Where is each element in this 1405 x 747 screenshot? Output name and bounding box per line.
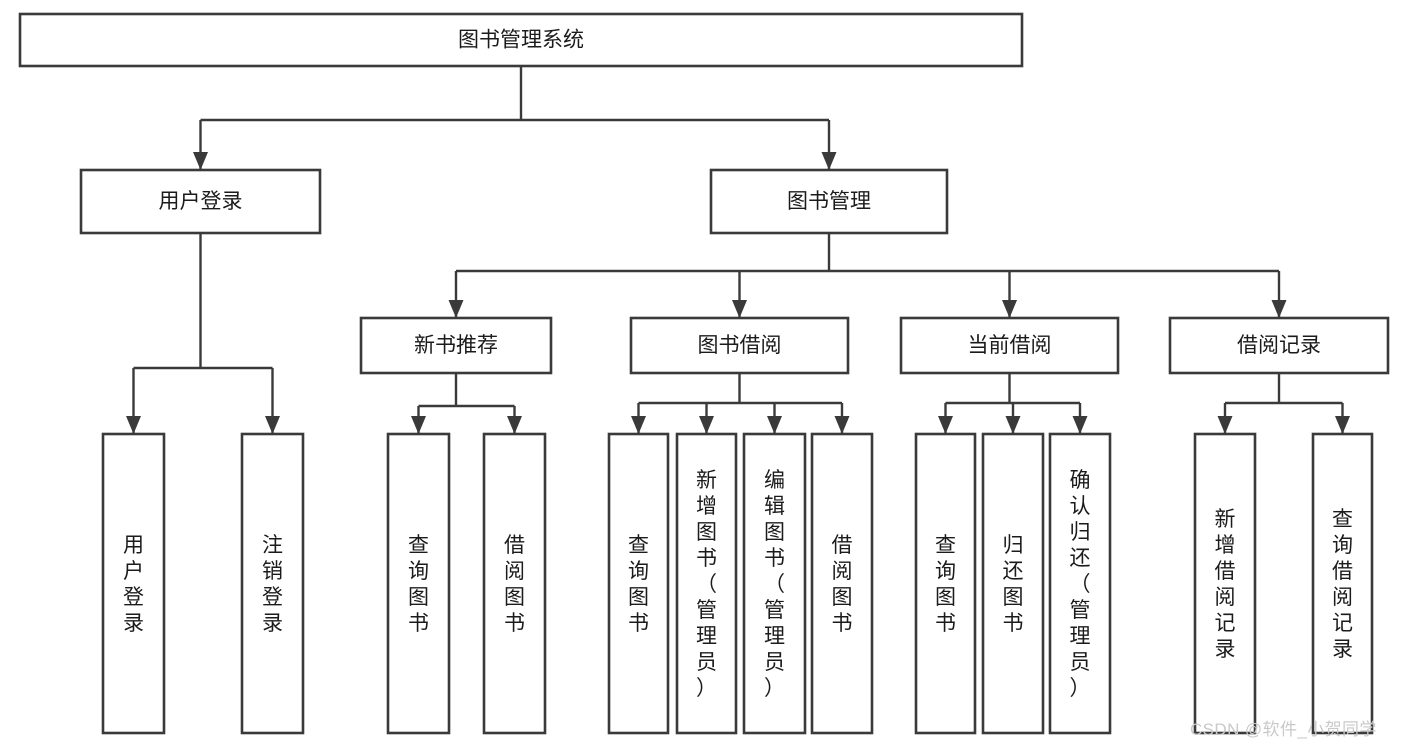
- node-label: 编辑图书（管理员）: [764, 469, 785, 700]
- node-label: 新书推荐: [414, 334, 498, 357]
- node-box[interactable]: [899, 316, 1120, 375]
- connector-arrow-icon: [126, 416, 141, 434]
- connector-arrow-icon: [938, 416, 953, 434]
- connector-arrow-icon: [1335, 416, 1350, 434]
- node-leaf-user-login[interactable]: 用户登录: [101, 432, 166, 735]
- node-box[interactable]: [675, 432, 738, 735]
- node-box[interactable]: [482, 432, 547, 735]
- node-leaf-query-book-current[interactable]: 查询图书: [914, 432, 977, 735]
- node-leaf-edit-book-admin[interactable]: 编辑图书（管理员）: [742, 432, 807, 735]
- node-label: 新增图书（管理员）: [696, 469, 717, 700]
- node-leaf-query-book-rec[interactable]: 查询图书: [386, 432, 451, 735]
- node-box[interactable]: [386, 432, 451, 735]
- connectors-layer: [126, 66, 1350, 434]
- connector-arrow-icon: [834, 416, 850, 434]
- node-box[interactable]: [629, 316, 850, 375]
- connector-arrow-icon: [265, 416, 280, 434]
- node-box[interactable]: [709, 168, 949, 235]
- node-label: 图书借阅: [698, 334, 782, 357]
- node-leaf-add-book-admin[interactable]: 新增图书（管理员）: [675, 432, 738, 735]
- connector-arrow-icon: [193, 152, 208, 170]
- node-leaf-add-borrow-record[interactable]: 新增借阅记录: [1193, 432, 1257, 735]
- node-label: 用户登录: [123, 534, 144, 635]
- node-box[interactable]: [810, 432, 874, 735]
- node-label: 归还图书: [1003, 534, 1024, 635]
- node-leaf-query-borrow-record[interactable]: 查询借阅记录: [1311, 432, 1374, 735]
- node-label: 借阅记录: [1237, 334, 1321, 357]
- node-leaf-borrow-book[interactable]: 借阅图书: [810, 432, 874, 735]
- node-label: 查询图书: [408, 534, 429, 635]
- node-label: 用户登录: [159, 190, 243, 213]
- connector-arrow-icon: [411, 416, 426, 434]
- node-box[interactable]: [1168, 316, 1390, 375]
- node-box[interactable]: [1193, 432, 1257, 735]
- nodes-layer: 图书管理系统用户登录图书管理新书推荐图书借阅当前借阅借阅记录用户登录注销登录查询…: [18, 12, 1390, 735]
- node-box[interactable]: [18, 12, 1024, 68]
- node-box[interactable]: [1048, 432, 1112, 735]
- node-label: 图书管理系统: [458, 29, 584, 52]
- node-box[interactable]: [607, 432, 670, 735]
- node-label: 查询借阅记录: [1332, 508, 1353, 661]
- node-label: 借阅图书: [504, 534, 525, 635]
- connector-arrow-icon: [1072, 416, 1088, 434]
- node-label: 当前借阅: [968, 334, 1052, 357]
- connector-arrow-icon: [732, 300, 747, 318]
- node-new-book-rec[interactable]: 新书推荐: [359, 316, 553, 375]
- node-label: 查询图书: [935, 534, 956, 635]
- connector-arrow-icon: [1271, 300, 1287, 318]
- node-leaf-logout[interactable]: 注销登录: [240, 432, 305, 735]
- connector-arrow-icon: [767, 416, 782, 434]
- connector-arrow-icon: [821, 152, 837, 170]
- node-root-system-title[interactable]: 图书管理系统: [18, 12, 1024, 68]
- node-leaf-return-book[interactable]: 归还图书: [981, 432, 1045, 735]
- node-user-login[interactable]: 用户登录: [79, 168, 322, 235]
- connector-arrow-icon: [448, 300, 464, 318]
- node-label: 图书管理: [787, 190, 871, 213]
- node-book-manage[interactable]: 图书管理: [709, 168, 949, 235]
- node-box[interactable]: [1311, 432, 1374, 735]
- node-box[interactable]: [101, 432, 166, 735]
- node-box[interactable]: [914, 432, 977, 735]
- node-leaf-borrow-book-rec[interactable]: 借阅图书: [482, 432, 547, 735]
- node-leaf-query-book-borrow[interactable]: 查询图书: [607, 432, 670, 735]
- connector-arrow-icon: [699, 416, 714, 434]
- node-leaf-confirm-return-admin[interactable]: 确认归还（管理员）: [1048, 432, 1112, 735]
- connector-arrow-icon: [1005, 416, 1021, 434]
- node-label: 注销登录: [262, 534, 283, 635]
- node-label: 确认归还（管理员）: [1070, 469, 1091, 700]
- node-box[interactable]: [240, 432, 305, 735]
- connector-arrow-icon: [507, 416, 522, 434]
- node-label: 新增借阅记录: [1215, 508, 1236, 661]
- node-current-borrow[interactable]: 当前借阅: [899, 316, 1120, 375]
- node-box[interactable]: [981, 432, 1045, 735]
- connector-arrow-icon: [1002, 300, 1017, 318]
- node-book-borrow[interactable]: 图书借阅: [629, 316, 850, 375]
- node-box[interactable]: [79, 168, 322, 235]
- node-box[interactable]: [359, 316, 553, 375]
- connector-arrow-icon: [631, 416, 646, 434]
- node-label: 查询图书: [628, 534, 649, 635]
- node-label: 借阅图书: [832, 534, 853, 635]
- node-box[interactable]: [742, 432, 807, 735]
- connector-arrow-icon: [1217, 416, 1233, 434]
- node-borrow-record[interactable]: 借阅记录: [1168, 316, 1390, 375]
